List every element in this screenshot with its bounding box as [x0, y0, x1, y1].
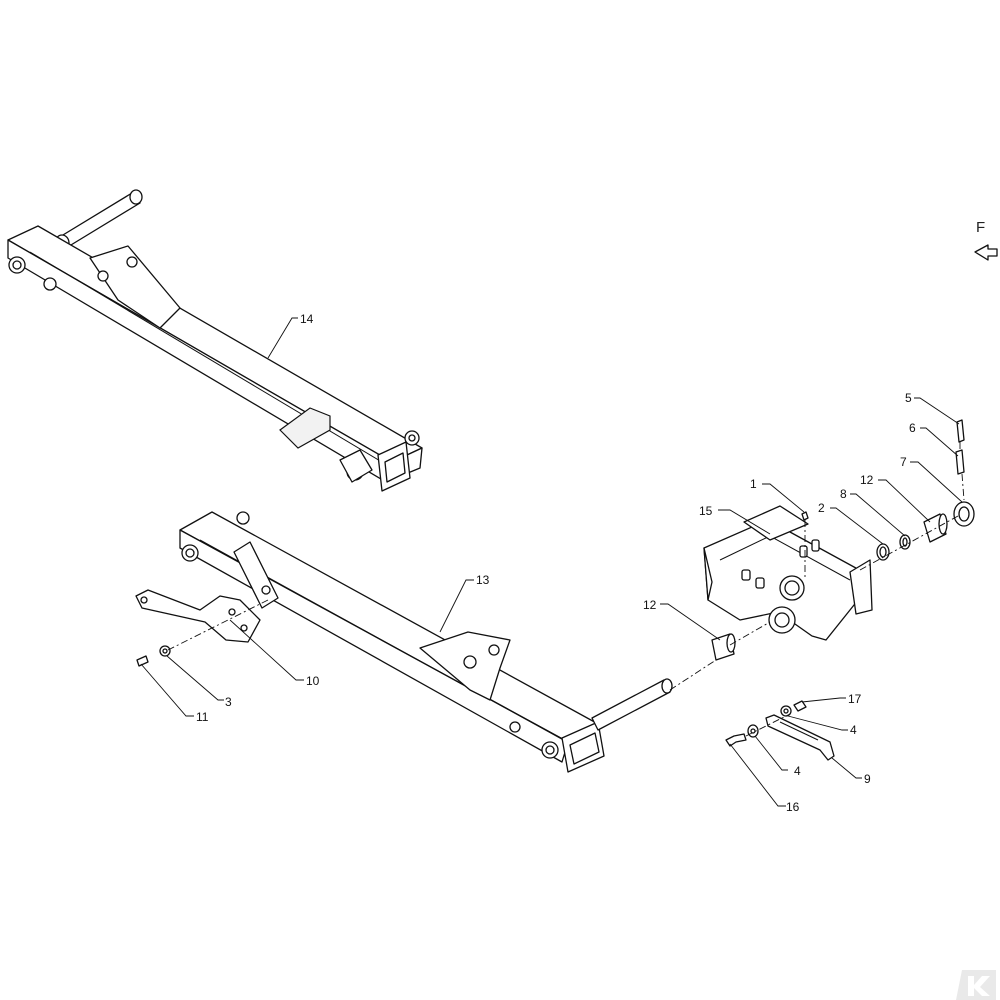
direction-letter: F [976, 219, 985, 236]
callout-9: 9 [864, 772, 871, 786]
callout-10: 10 [306, 674, 320, 688]
pin-6 [955, 449, 965, 475]
callout-14: 14 [300, 312, 314, 326]
callout-16: 16 [786, 800, 800, 814]
pin-5 [956, 419, 965, 443]
pin-1 [801, 511, 809, 521]
callout-3: 3 [225, 695, 232, 709]
callout-11: 11 [196, 710, 209, 724]
callout-6: 6 [909, 421, 916, 435]
bolt-16 [725, 733, 747, 747]
callout-4-upper: 4 [850, 723, 857, 737]
bolt-11 [136, 655, 149, 667]
lower-beam-assembly [179, 511, 673, 773]
washer-3 [159, 645, 171, 657]
bushing-12-left [711, 633, 736, 661]
callout-8: 8 [840, 487, 847, 501]
housing-15 [703, 505, 873, 641]
callout-5: 5 [905, 391, 912, 405]
k-logo-icon [956, 970, 996, 1000]
collar-7 [953, 501, 975, 527]
callout-17: 17 [848, 692, 862, 706]
ring-8 [899, 534, 911, 550]
callout-7: 7 [900, 455, 907, 469]
bracket-10 [135, 589, 261, 643]
nut-17 [793, 700, 807, 712]
upper-beam-assembly [7, 189, 423, 492]
leader-lines [140, 317, 963, 807]
callout-1: 1 [750, 477, 757, 491]
assembly-center-lines [167, 442, 965, 737]
strap-9 [765, 714, 835, 761]
beam-14 [7, 225, 423, 463]
callout-labels: 14 13 10 3 11 12 15 1 2 8 12 7 5 6 17 4 … [196, 312, 916, 814]
washer-4-upper [780, 705, 792, 717]
callout-4-lower: 4 [794, 764, 801, 778]
direction-marker: F [974, 219, 998, 261]
callout-2: 2 [818, 501, 825, 515]
arrow-icon [974, 244, 998, 261]
callout-12-right: 12 [860, 473, 874, 487]
callout-13: 13 [476, 573, 490, 587]
callout-15: 15 [699, 504, 713, 518]
callout-12-left: 12 [643, 598, 657, 612]
